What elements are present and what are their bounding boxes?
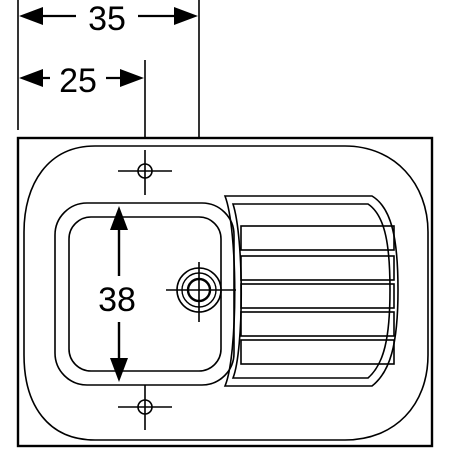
dimension-35: 35 bbox=[19, 0, 198, 38]
drainer-groove-3 bbox=[240, 283, 395, 309]
arrow-up-icon bbox=[110, 206, 128, 230]
drainer-groove-4 bbox=[240, 311, 395, 337]
dimension-label-25: 25 bbox=[59, 62, 97, 100]
drainer-groove-1 bbox=[240, 225, 395, 251]
arrow-left-icon bbox=[19, 7, 43, 25]
dimension-25: 25 bbox=[19, 62, 144, 100]
dimension-label-38: 38 bbox=[98, 281, 136, 319]
arrow-down-icon bbox=[110, 358, 128, 382]
dimension-label-35: 35 bbox=[88, 0, 126, 38]
drainer-board bbox=[223, 195, 399, 387]
sink-rim-outline bbox=[23, 145, 429, 441]
drainer-outer-edge bbox=[223, 195, 399, 387]
tap-hole-bottom-icon bbox=[118, 385, 172, 430]
dimension-38: 38 bbox=[98, 206, 136, 382]
arrow-right-icon bbox=[174, 7, 198, 25]
arrow-right-icon bbox=[120, 69, 144, 87]
drainer-groove-2 bbox=[240, 255, 395, 281]
arrow-left-icon bbox=[19, 69, 43, 87]
drain-icon bbox=[166, 262, 236, 322]
drainer-groove-5 bbox=[240, 339, 395, 365]
tap-hole-top-icon bbox=[118, 150, 172, 195]
sink-outer-frame bbox=[16, 136, 434, 448]
